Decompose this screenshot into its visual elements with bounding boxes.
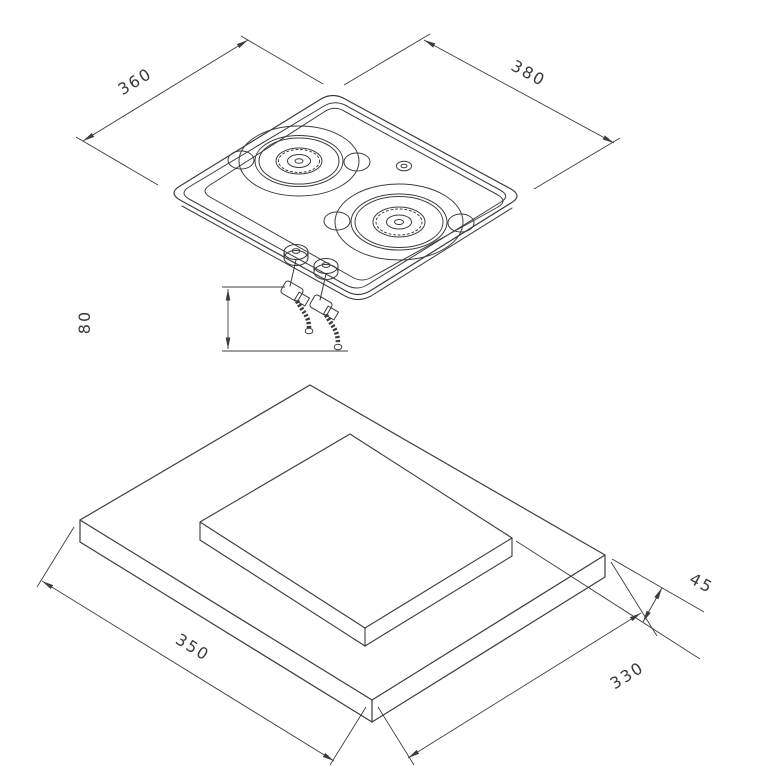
dimension-45 xyxy=(515,540,705,660)
gas-hose-1-tip xyxy=(304,327,314,335)
burner-right-flame-ports xyxy=(375,208,423,236)
cutout-inner-edge-right xyxy=(364,555,513,647)
dim-350-extension-left xyxy=(36,526,75,588)
burner-right-trivet-wing-right xyxy=(447,213,475,233)
burner-left-cap xyxy=(287,154,311,168)
gas-stem-1 xyxy=(289,259,297,287)
hob-depth-dimension-label: 380 xyxy=(508,56,549,90)
knob-1-base xyxy=(283,250,309,266)
burner-right-head xyxy=(372,206,426,238)
burner-left-trivet-wing-left xyxy=(227,150,255,170)
dim-360-extension-right xyxy=(240,35,324,85)
dimension-80 xyxy=(222,286,348,352)
dimension-350 xyxy=(36,526,367,766)
dim-380-line xyxy=(423,39,615,144)
gas-nut-2 xyxy=(323,305,339,321)
dim-330-extension-bottom xyxy=(377,706,415,766)
dim-350-line xyxy=(41,580,335,762)
dim-330-line xyxy=(407,612,642,759)
worktop-bottom-edge-right xyxy=(371,576,606,723)
dimension-380 xyxy=(343,33,621,190)
dim-330-extension-top xyxy=(610,561,658,637)
burner-right-ring-outer xyxy=(350,193,448,251)
burner-left xyxy=(227,125,371,197)
hob-height-dimension-label: 80 xyxy=(75,310,94,334)
knob-2-marker xyxy=(321,262,331,268)
burner-right-ring-inner xyxy=(354,196,444,248)
dim-350-extension-right xyxy=(329,706,367,766)
cutout-inner-edge-left xyxy=(199,539,366,647)
burner-left-ring-outer xyxy=(254,135,344,187)
dim-360-extension-left xyxy=(75,136,159,186)
burner-left-ring-inner xyxy=(258,137,340,185)
cutout-hole xyxy=(199,433,513,647)
gas-nut-1 xyxy=(294,291,310,307)
igniter-outer xyxy=(396,160,412,172)
burner-right-cap-center xyxy=(394,219,404,225)
dim-45-extension-outer xyxy=(611,558,705,613)
gas-hose-2-tip xyxy=(333,343,343,351)
hob-inner-rim xyxy=(183,102,507,289)
burner-right-trivet-wing-left xyxy=(323,211,351,231)
burner-left-trivet-ring xyxy=(238,125,360,197)
burner-left-trivet-wing-right xyxy=(343,152,371,172)
dim-380-extension-left xyxy=(343,33,431,86)
worktop-bottom-edge-left xyxy=(79,541,373,723)
dim-45-extension-inner xyxy=(515,540,701,660)
hob-well-outline xyxy=(204,107,504,281)
burner-right-trivet-ring xyxy=(334,183,464,261)
dim-380-extension-right xyxy=(533,137,621,190)
worktop-drawing xyxy=(79,384,606,723)
cutout-edge-dimension-label: 45 xyxy=(686,569,716,597)
burner-right-cap xyxy=(386,214,412,230)
gas-valve-2 xyxy=(309,294,333,316)
dimension-360 xyxy=(75,35,324,186)
knob-1-top xyxy=(283,244,309,260)
gas-fittings xyxy=(280,259,343,351)
cutout-top-outline xyxy=(199,433,513,629)
burner-left-head xyxy=(275,147,323,175)
hob-drawing xyxy=(173,94,518,351)
cutout-depth-dimension-label: 330 xyxy=(607,658,648,693)
dim-45-line xyxy=(642,587,663,623)
igniter xyxy=(396,160,412,172)
hob-plate-thickness-edge xyxy=(181,205,513,300)
cutout-width-dimension-label: 350 xyxy=(172,630,213,665)
hob-outer-plate xyxy=(173,94,518,296)
gas-hose-2 xyxy=(324,313,341,345)
igniter-inner xyxy=(400,163,408,169)
knob-1-marker xyxy=(291,248,301,254)
knob-2-base xyxy=(313,264,339,280)
burner-left-flame-ports xyxy=(278,149,320,173)
burner-left-cap-center xyxy=(294,158,304,164)
gas-stem-2 xyxy=(319,273,327,301)
dim-360-line xyxy=(82,39,249,142)
knob-2-top xyxy=(313,258,339,274)
hob-width-dimension-label: 360 xyxy=(115,64,156,99)
dimension-330 xyxy=(377,561,658,766)
control-knobs xyxy=(283,244,339,280)
burner-right xyxy=(323,183,475,261)
gas-valve-1 xyxy=(280,280,304,302)
